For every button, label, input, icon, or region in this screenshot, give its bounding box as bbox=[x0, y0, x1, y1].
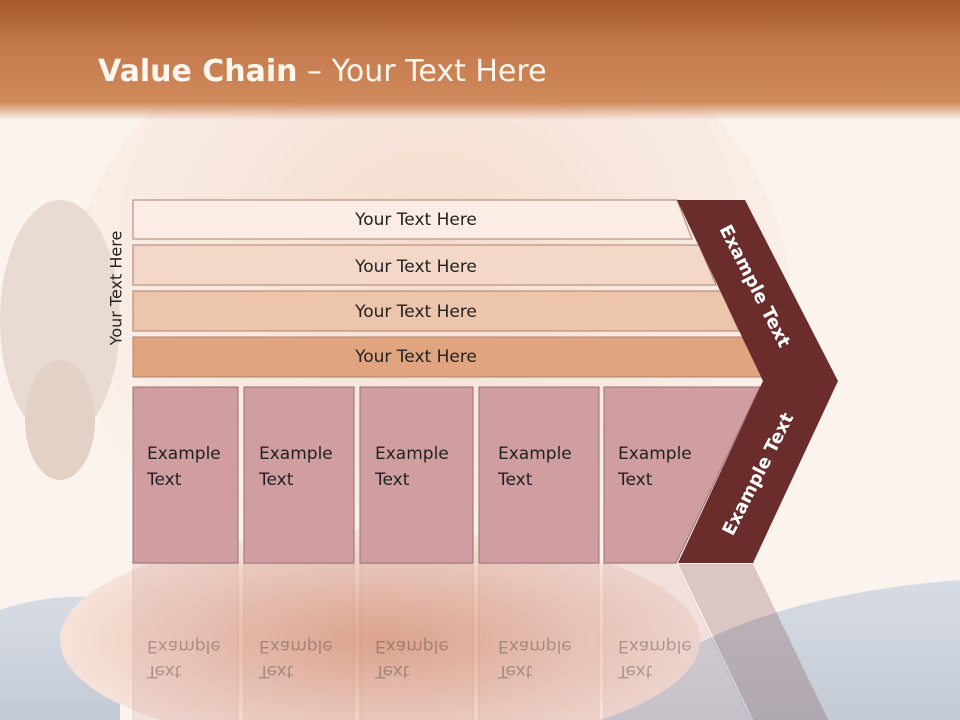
column-2-line-1: Example bbox=[259, 444, 333, 464]
refl-col-1: Example bbox=[147, 636, 221, 656]
refl-col-2: Example bbox=[259, 636, 333, 656]
column-5-box bbox=[603, 386, 761, 564]
column-1-box bbox=[132, 386, 239, 564]
column-3-line-2: Text bbox=[374, 470, 410, 490]
diagram-reflection bbox=[132, 563, 829, 720]
row-2-label: Your Text Here bbox=[354, 257, 477, 277]
title-rest: – Your Text Here bbox=[297, 54, 547, 89]
row-3-label: Your Text Here bbox=[354, 302, 477, 322]
column-5-line-1: Example bbox=[618, 444, 692, 464]
column-4-line-1: Example bbox=[498, 444, 572, 464]
column-3-box bbox=[359, 386, 474, 564]
title-bar bbox=[0, 0, 960, 120]
reflection-labels: Example Text Example Text Example Text E… bbox=[146, 636, 692, 681]
column-4-box bbox=[478, 386, 600, 564]
title-bold: Value Chain bbox=[98, 54, 298, 89]
row-2-bar bbox=[132, 244, 717, 286]
margin-chevron bbox=[677, 200, 838, 563]
refl-col-3: Example bbox=[375, 636, 449, 656]
column-4-line-2: Text bbox=[497, 470, 533, 490]
row-1-label: Your Text Here bbox=[354, 210, 477, 230]
refl-col-5: Example bbox=[618, 636, 692, 656]
column-2-box bbox=[243, 386, 355, 564]
row-4-label: Your Text Here bbox=[354, 347, 477, 367]
column-1-line-1: Example bbox=[147, 444, 221, 464]
refl-col-4b: Text bbox=[497, 661, 533, 681]
refl-col-1b: Text bbox=[146, 661, 182, 681]
refl-col-3b: Text bbox=[374, 661, 410, 681]
row-1-bar bbox=[132, 199, 693, 240]
column-1-line-2: Text bbox=[146, 470, 182, 490]
page-title: Value Chain – Your Text Here bbox=[98, 54, 547, 89]
refl-col-5b: Text bbox=[617, 661, 653, 681]
row-3-bar bbox=[132, 290, 740, 332]
column-3-line-1: Example bbox=[375, 444, 449, 464]
refl-col-2b: Text bbox=[258, 661, 294, 681]
column-5-line-2: Text bbox=[617, 470, 653, 490]
column-2-line-2: Text bbox=[258, 470, 294, 490]
refl-col-4: Example bbox=[498, 636, 572, 656]
